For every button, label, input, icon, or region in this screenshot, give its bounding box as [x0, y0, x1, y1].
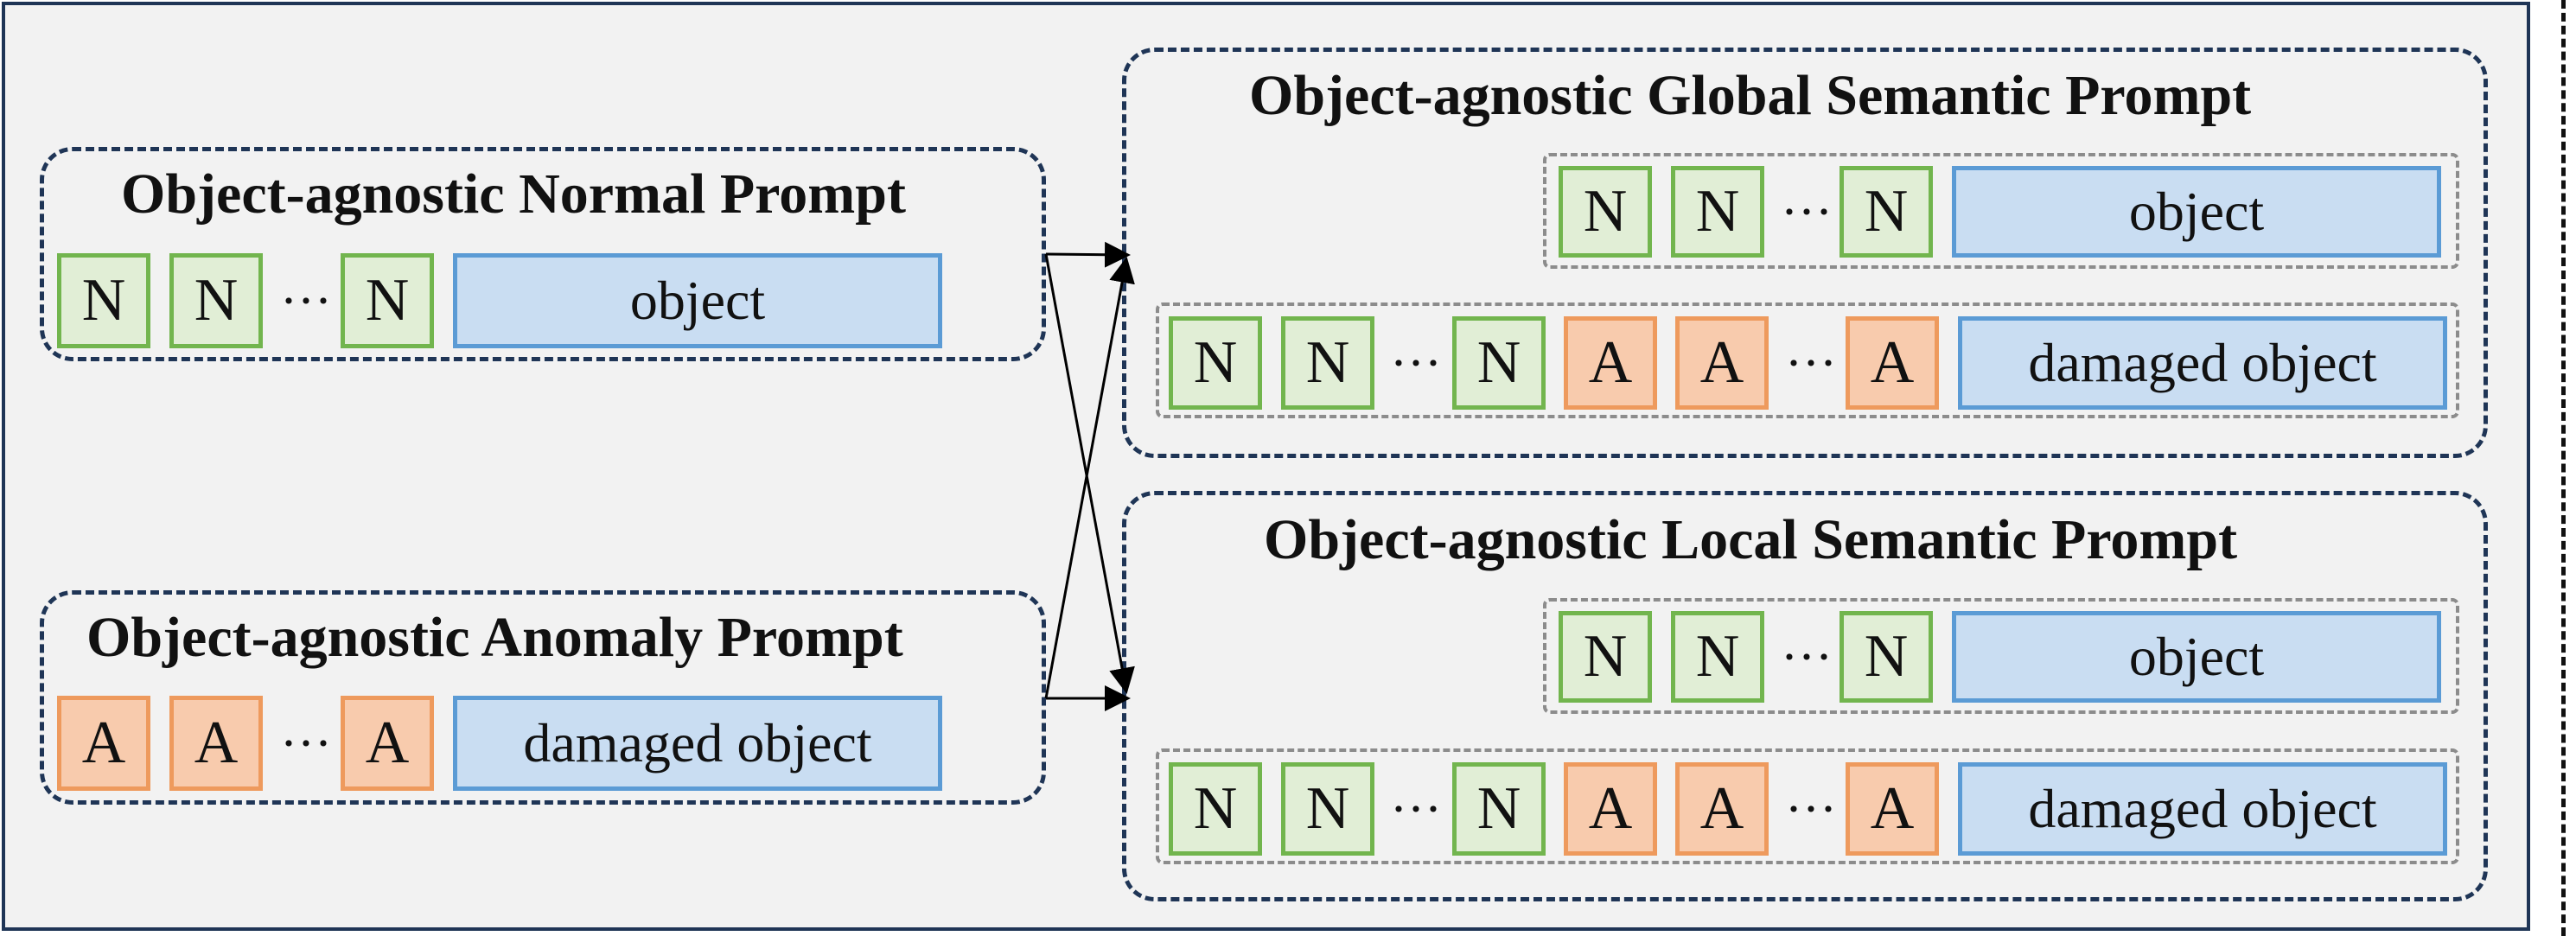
ellipsis: ··· [280, 715, 332, 772]
anomaly-token: A [1564, 316, 1657, 410]
ellipsis: ··· [1785, 780, 1837, 837]
damaged-object-token: damaged object [1958, 316, 2447, 410]
damaged-object-token: damaged object [1958, 762, 2447, 856]
anomaly-token: A [57, 696, 150, 791]
local-prompt-title: Object-agnostic Local Semantic Prompt [1264, 508, 2238, 571]
anomaly-prompt-group [40, 590, 1046, 805]
ellipsis: ··· [1781, 628, 1833, 685]
anomaly-prompt-title: Object-agnostic Anomaly Prompt [86, 606, 903, 669]
panel-separator [2561, 0, 2566, 936]
arrow-normal-to-global [1045, 241, 1131, 268]
anomaly-token: A [341, 696, 434, 791]
normal-token: N [1840, 611, 1933, 703]
anomaly-token: A [1675, 762, 1769, 856]
normal-token: N [1559, 611, 1652, 703]
normal-token: N [57, 253, 150, 348]
normal-token: N [1559, 166, 1652, 258]
ellipsis: ··· [1390, 334, 1442, 392]
normal-token: N [1169, 762, 1262, 856]
anomaly-token: A [1564, 762, 1657, 856]
ellipsis: ··· [1390, 780, 1442, 837]
anomaly-token: A [1846, 762, 1939, 856]
local-normal-row [1543, 598, 2459, 714]
global-prompt-title: Object-agnostic Global Semantic Prompt [1249, 64, 2252, 127]
normal-token: N [1169, 316, 1262, 410]
damaged-object-token: damaged object [453, 696, 942, 791]
normal-token: N [169, 253, 263, 348]
normal-token: N [1840, 166, 1933, 258]
global-anomaly-row [1156, 302, 2459, 418]
arrow-anomaly-to-global [1044, 257, 1135, 699]
normal-token: N [1281, 762, 1374, 856]
anomaly-token: A [1675, 316, 1769, 410]
local-anomaly-row [1156, 748, 2459, 864]
object-token: object [453, 253, 942, 348]
normal-token: N [341, 253, 434, 348]
object-token: object [1952, 166, 2441, 258]
ellipsis: ··· [1781, 183, 1833, 240]
anomaly-token: A [169, 696, 263, 791]
normal-prompt-group [40, 147, 1046, 361]
normal-token: N [1671, 611, 1764, 703]
anomaly-token: A [1846, 316, 1939, 410]
normal-token: N [1452, 316, 1546, 410]
ellipsis: ··· [280, 272, 332, 329]
normal-token: N [1281, 316, 1374, 410]
normal-token: N [1452, 762, 1546, 856]
object-token: object [1952, 611, 2441, 703]
normal-prompt-title: Object-agnostic Normal Prompt [121, 162, 906, 226]
ellipsis: ··· [1785, 334, 1837, 392]
normal-token: N [1671, 166, 1764, 258]
global-normal-row [1543, 153, 2459, 269]
